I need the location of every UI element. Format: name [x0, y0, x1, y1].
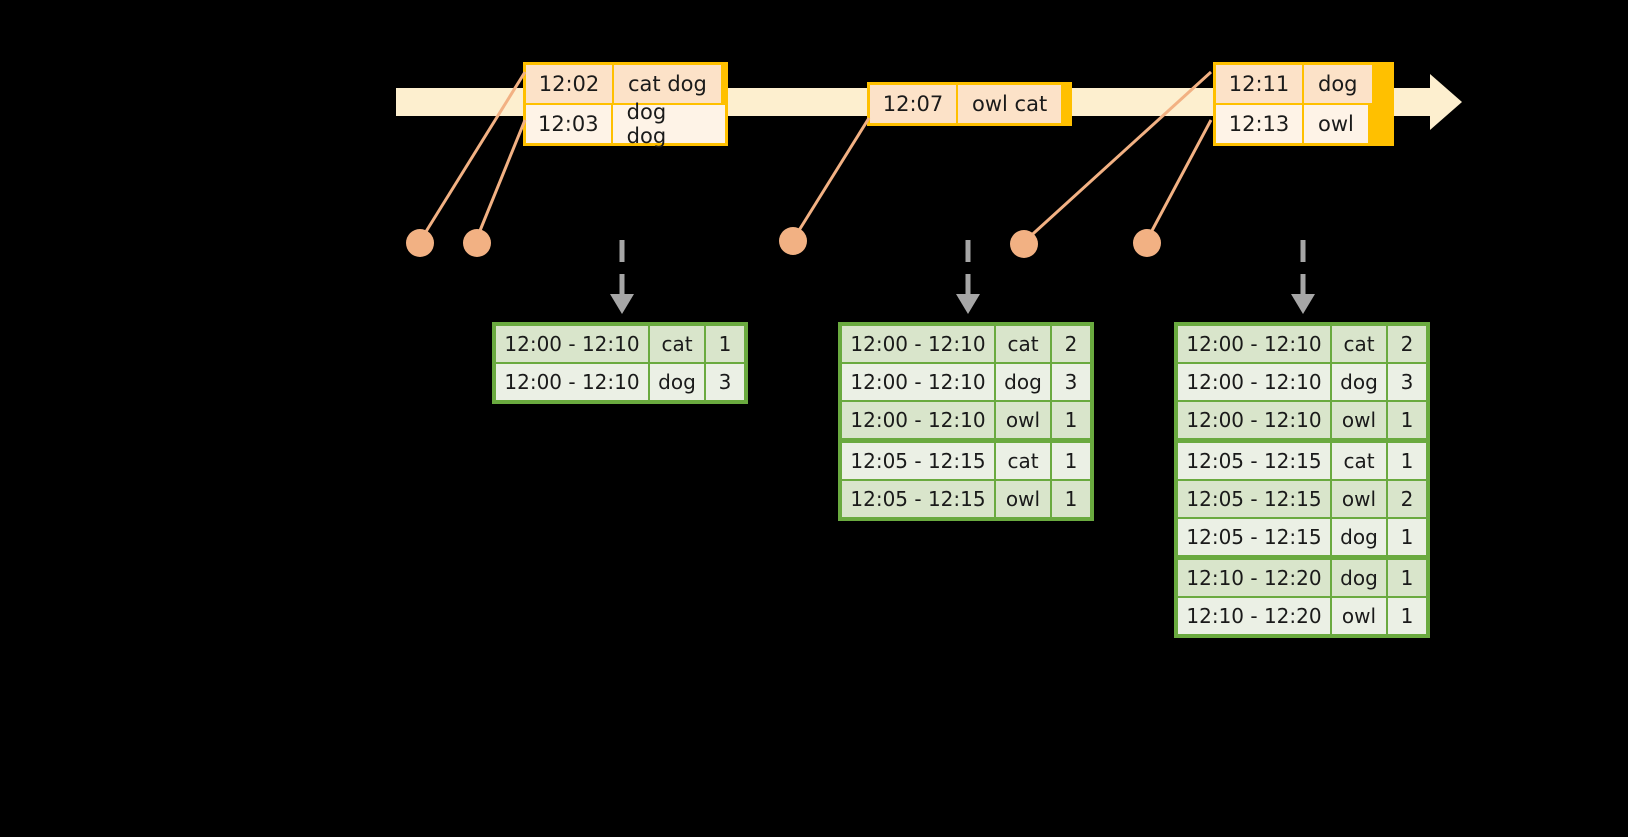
cell-key: owl — [1330, 598, 1386, 634]
timeline-arrow-head-icon — [1430, 74, 1462, 130]
event-dot — [1133, 229, 1161, 257]
leader-line — [791, 117, 871, 241]
cell-key: dog — [994, 364, 1050, 400]
cell-window: 12:05 - 12:15 — [1178, 519, 1330, 555]
cell-key: cat — [648, 326, 704, 362]
event-time: 12:13 — [1216, 105, 1304, 143]
cell-key: dog — [648, 364, 704, 400]
leader-line — [1145, 119, 1213, 241]
cell-window: 12:10 - 12:20 — [1178, 560, 1330, 596]
event-row: 12:13 owl — [1216, 103, 1391, 143]
cell-count: 2 — [1050, 326, 1090, 362]
event-payload: owl cat — [958, 85, 1062, 123]
cell-count: 1 — [1386, 402, 1426, 438]
cell-key: owl — [1330, 402, 1386, 438]
emit-arrow-head-icon — [1291, 294, 1315, 314]
cell-window: 12:00 - 12:10 — [1178, 364, 1330, 400]
event-time: 12:02 — [526, 65, 614, 103]
cell-count: 1 — [1050, 443, 1090, 479]
cell-key: dog — [1330, 519, 1386, 555]
event-group-2[interactable]: 12:07 owl cat — [867, 82, 1072, 126]
cell-key: dog — [1330, 560, 1386, 596]
cell-window: 12:00 - 12:10 — [842, 326, 994, 362]
cell-count: 1 — [1386, 560, 1426, 596]
event-dot — [1010, 230, 1038, 258]
cell-count: 2 — [1386, 481, 1426, 517]
event-row: 12:03 dog dog — [526, 100, 725, 148]
cell-window: 12:00 - 12:10 — [496, 326, 648, 362]
cell-window: 12:05 - 12:15 — [1178, 481, 1330, 517]
cell-window: 12:05 - 12:15 — [842, 481, 994, 517]
cell-key: cat — [1330, 326, 1386, 362]
cell-key: owl — [994, 402, 1050, 438]
event-row: 12:07 owl cat — [870, 85, 1069, 123]
cell-key: cat — [994, 443, 1050, 479]
emit-arrow-head-icon — [956, 294, 980, 314]
cell-key: owl — [994, 481, 1050, 517]
emit-arrow-head-icon — [610, 294, 634, 314]
emit-arrow-head-group — [610, 294, 1315, 314]
event-payload: owl — [1304, 105, 1368, 143]
cell-count: 1 — [1386, 519, 1426, 555]
cell-key: cat — [1330, 443, 1386, 479]
cell-window: 12:10 - 12:20 — [1178, 598, 1330, 634]
event-payload: dog dog — [612, 100, 725, 148]
event-row: 12:02 cat dog — [526, 65, 725, 103]
cell-window: 12:00 - 12:10 — [1178, 402, 1330, 438]
event-dot-group — [406, 227, 1161, 258]
event-dot — [463, 229, 491, 257]
cell-window: 12:05 - 12:15 — [1178, 443, 1330, 479]
cell-count: 1 — [1050, 402, 1090, 438]
cell-count: 1 — [1050, 481, 1090, 517]
event-group-3[interactable]: 12:11 dog 12:13 owl — [1213, 62, 1394, 146]
event-time: 12:03 — [526, 105, 613, 143]
cell-key: dog — [1330, 364, 1386, 400]
event-dot — [406, 229, 434, 257]
event-dot — [779, 227, 807, 255]
event-row: 12:11 dog — [1216, 65, 1391, 103]
cell-count: 3 — [1050, 364, 1090, 400]
cell-window: 12:00 - 12:10 — [842, 402, 994, 438]
cell-key: owl — [1330, 481, 1386, 517]
cell-count: 2 — [1386, 326, 1426, 362]
cell-key: cat — [994, 326, 1050, 362]
cell-window: 12:00 - 12:10 — [1178, 326, 1330, 362]
event-payload: dog — [1304, 65, 1372, 103]
cell-count: 1 — [704, 326, 744, 362]
cell-window: 12:00 - 12:10 — [496, 364, 648, 400]
cell-count: 1 — [1386, 598, 1426, 634]
cell-count: 3 — [1386, 364, 1426, 400]
cell-window: 12:00 - 12:10 — [842, 364, 994, 400]
cell-count: 3 — [704, 364, 744, 400]
event-payload: cat dog — [614, 65, 721, 103]
event-time: 12:11 — [1216, 65, 1304, 103]
leader-line — [475, 119, 527, 239]
cell-window: 12:05 - 12:15 — [842, 443, 994, 479]
cell-count: 1 — [1386, 443, 1426, 479]
event-time: 12:07 — [870, 85, 958, 123]
event-group-1[interactable]: 12:02 cat dog 12:03 dog dog — [523, 62, 728, 148]
